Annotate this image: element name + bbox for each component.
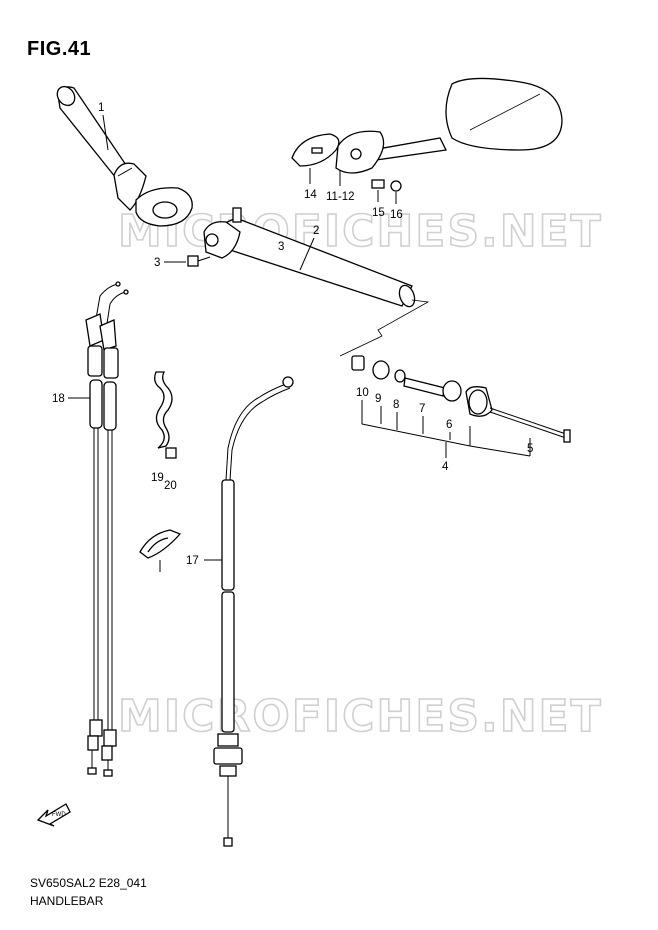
bar-end-assembly [351,355,571,443]
watermark-top: MICROFICHES.NET [118,206,603,257]
callout-7: 7 [419,403,425,415]
cable-clip-18 [154,371,177,459]
figure-title: FIG.41 [27,38,92,60]
callout-6: 6 [446,419,452,431]
callout-14: 15 [372,207,385,219]
figure-name: HANDLEBAR [30,894,104,908]
cable-clamp-20 [139,529,182,559]
fwd-arrow-icon: FWD [36,803,71,827]
throttle-cables [85,281,129,777]
callout-8: 8 [393,399,399,411]
callout-15: 16 [390,209,403,221]
callout-18: 19 [151,472,164,484]
callout-16: 17 [186,555,199,567]
bolt-3 [187,255,211,267]
callout-9: 9 [375,393,381,405]
callout-3: 3 [154,257,160,269]
callout-4: 4 [442,461,449,473]
left-handlebar [56,85,193,227]
cap-15 [390,180,402,192]
clutch-cable [213,376,294,847]
callout-13: 14 [304,189,317,201]
figure-code: SV650SAL2 E28_041 [30,876,147,890]
callout-17: 18 [52,393,65,405]
callout-2: 2 [313,225,319,237]
mirror [335,77,563,174]
callout-5: 5 [527,443,533,455]
svg-text:FWD: FWD [52,812,66,818]
right-handlebar [203,207,416,308]
mirror-base-plate-13 [291,133,340,167]
callout-19: 20 [164,480,177,492]
watermark-bottom: MICROFICHES.NET [118,691,603,742]
callout-10: 10 [356,387,369,399]
callout-11-12: 11-12 [326,191,355,203]
callout-3-small: 3 [278,241,284,253]
callout-1: 1 [98,102,104,114]
screw-14 [371,179,385,189]
